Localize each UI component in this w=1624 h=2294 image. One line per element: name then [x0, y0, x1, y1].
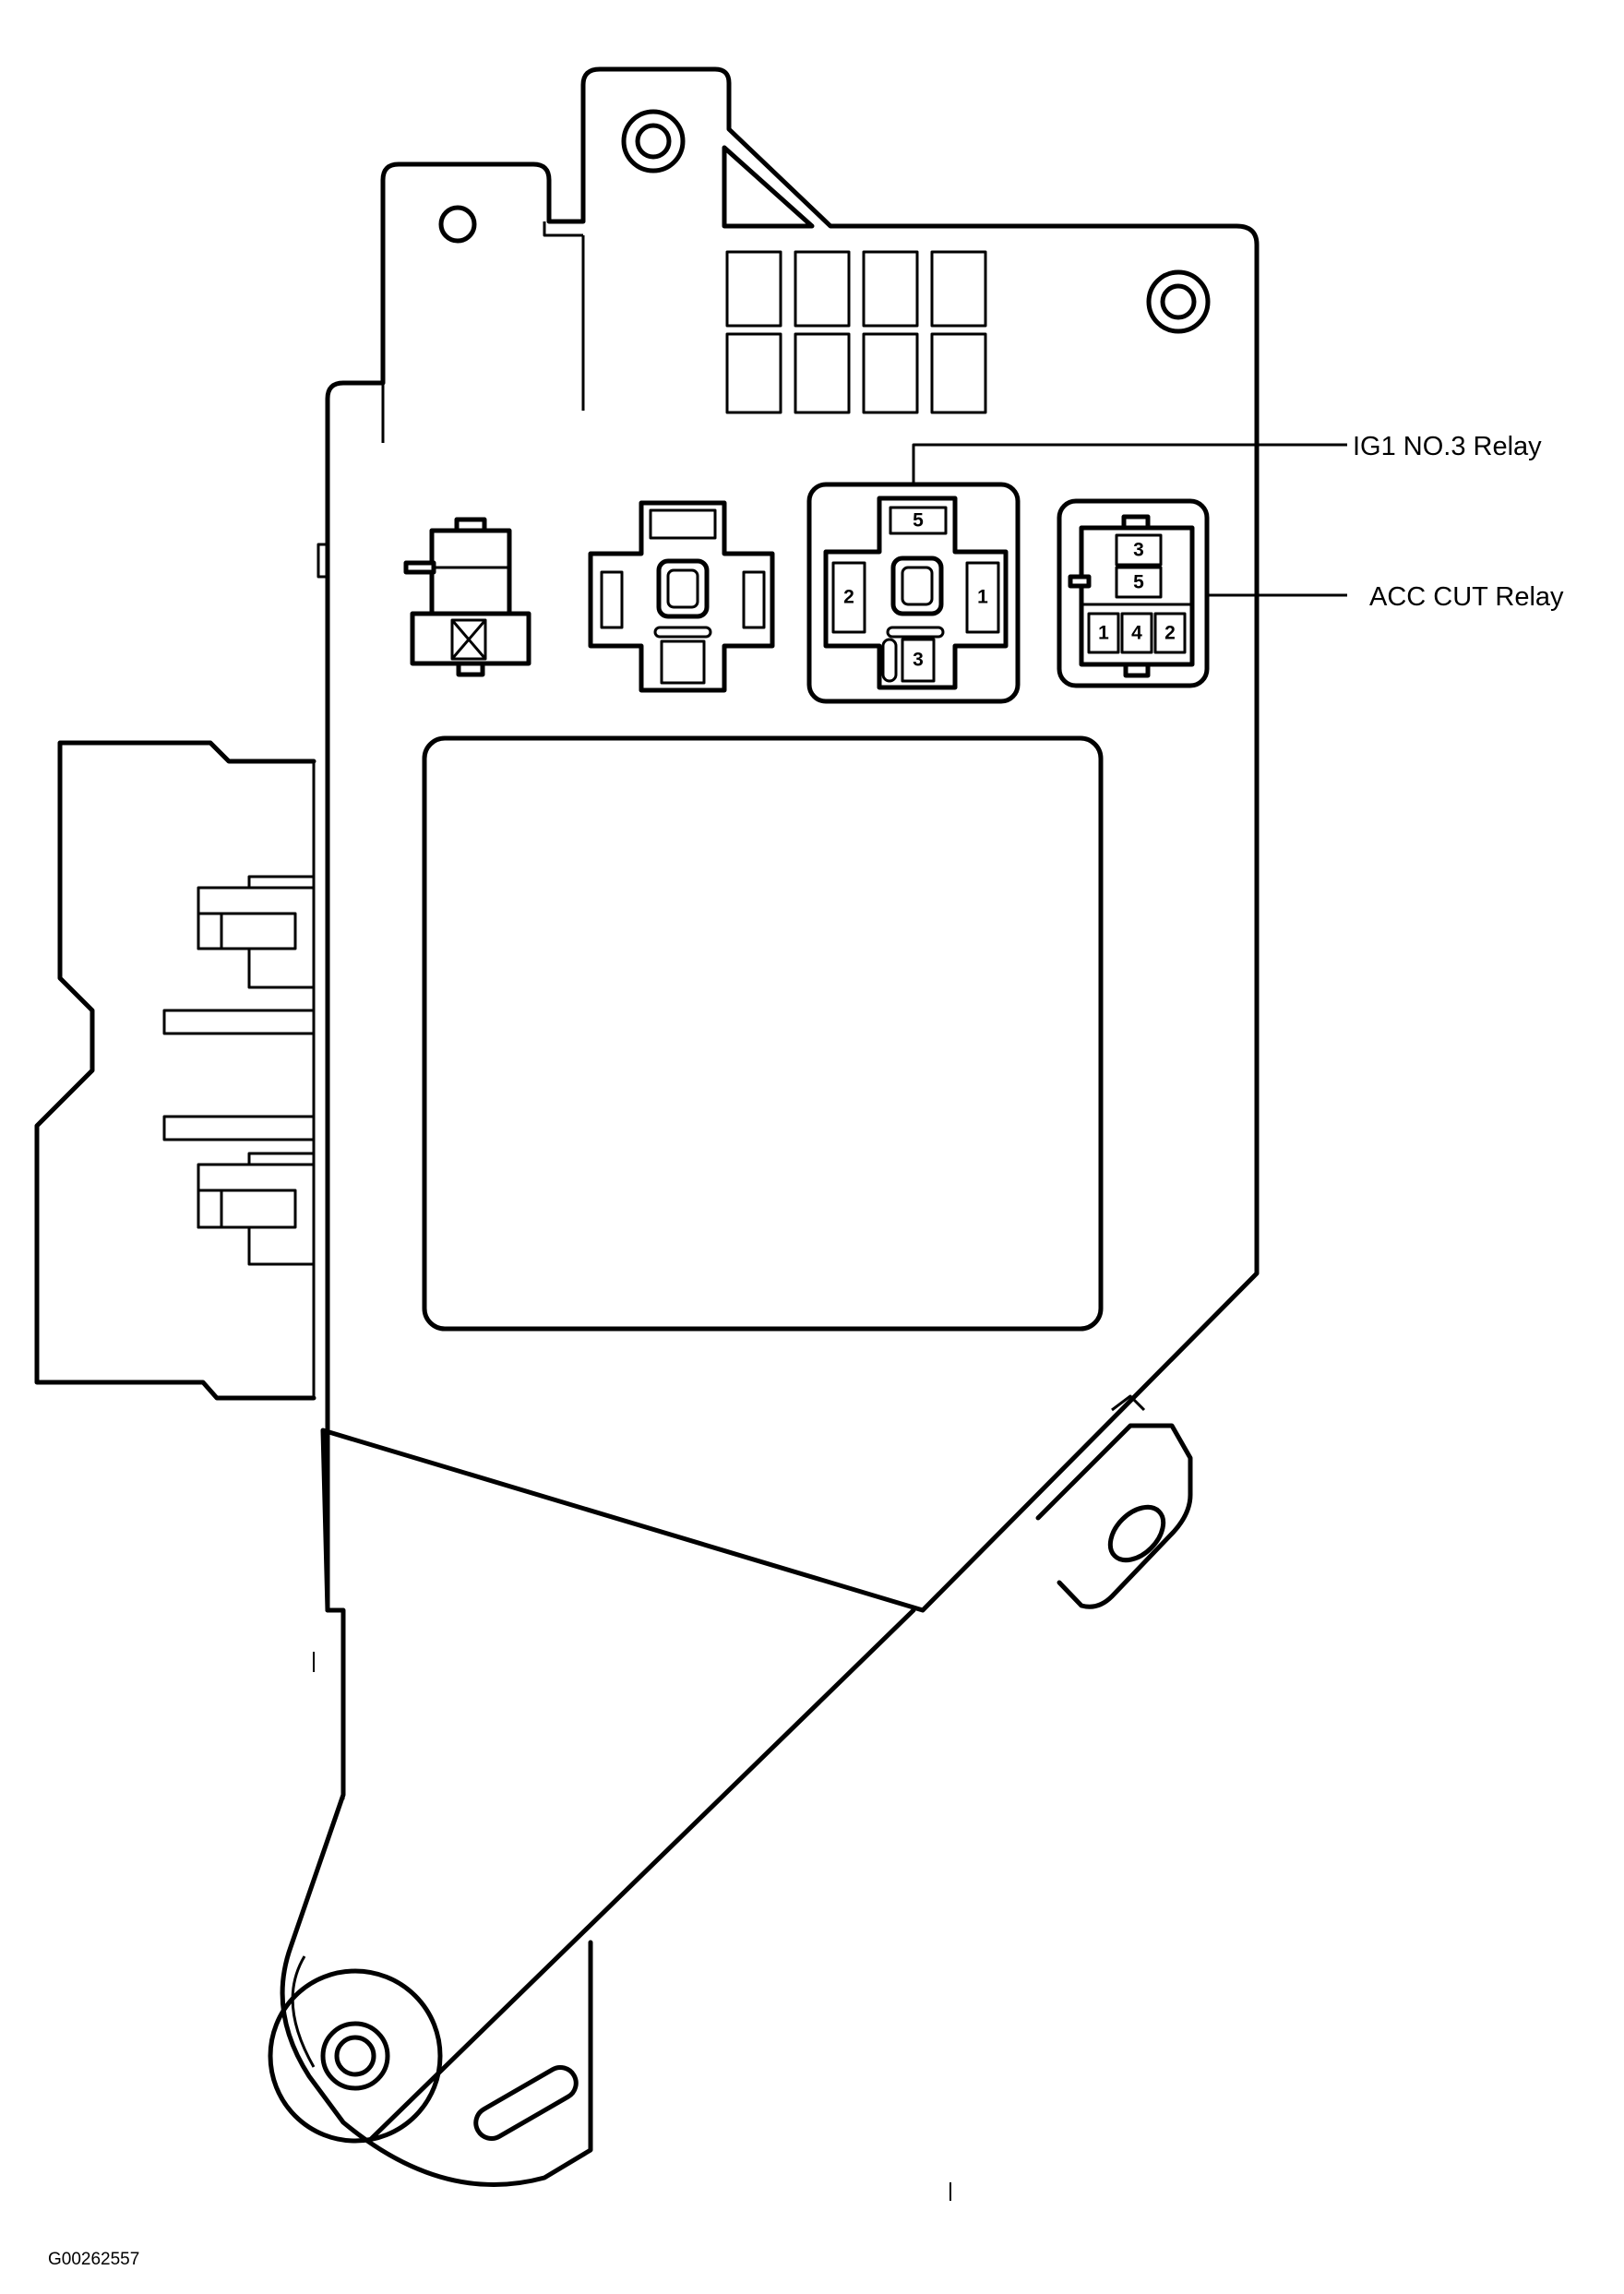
left-connector — [34, 740, 316, 1401]
triangle-marker — [722, 145, 815, 229]
lower-bracket — [280, 1607, 916, 2187]
acc-pin-3: 3 — [1133, 540, 1144, 561]
bottom-slot-hole — [473, 2065, 579, 2141]
fuse-slot-grid — [725, 250, 987, 414]
mounting-hole-top-left — [438, 205, 477, 244]
relay-block-housing — [316, 66, 1260, 1613]
bottom-pivot-boss — [268, 1968, 443, 2144]
acc-pin-5: 5 — [1133, 572, 1144, 593]
ig1-relay-socket: 5 2 1 3 — [806, 482, 1021, 704]
cross-relay-socket — [588, 500, 775, 693]
ig1-pin-3: 3 — [913, 650, 924, 671]
ig1-pin-1: 1 — [977, 587, 988, 608]
acc-cut-relay-callout: ACC CUT Relay — [1369, 582, 1564, 612]
acc-pin-1: 1 — [1098, 623, 1109, 644]
ig1-relay-leader — [912, 443, 1347, 484]
mounting-hole-top-center — [621, 109, 686, 173]
ig1-pin-2: 2 — [843, 587, 854, 608]
acc-cut-relay-socket: 3 5 1 4 2 — [1057, 498, 1210, 688]
figure-code: G00262557 — [48, 2250, 139, 2269]
small-relay-socket — [403, 517, 531, 677]
ig1-pin-5: 5 — [913, 510, 924, 532]
acc-pin-2: 2 — [1164, 623, 1176, 644]
right-mounting-tab — [1035, 1394, 1193, 1609]
acc-pin-4: 4 — [1131, 623, 1142, 644]
ig1-relay-callout: IG1 NO.3 Relay — [1353, 432, 1542, 461]
cover-panel — [422, 735, 1104, 1332]
mounting-hole-top-right — [1146, 269, 1211, 334]
